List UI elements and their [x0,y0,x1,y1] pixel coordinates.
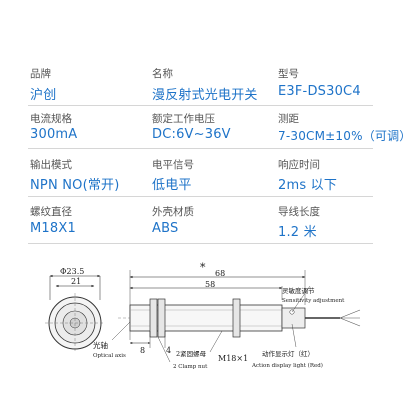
current-value: 300mA [30,127,78,142]
signal-label: 电平信号 [152,159,194,171]
front-view: Φ23.5 21 [45,267,105,353]
thread-label: 螺纹直径 [30,206,72,218]
output-value: NPN NO(常开) [30,178,120,193]
dim-8-label: 8 [140,346,145,355]
voltage-label: 额定工作电压 [152,113,215,125]
optical-axis-label-cn: 光轴 [93,340,108,350]
row-divider [28,148,373,149]
wire-label: 导线长度 [278,206,320,218]
output-label: 输出模式 [30,159,72,171]
voltage-value: DC:6V~36V [152,127,231,142]
name-value: 漫反射式光电开关 [152,88,258,103]
thread-label: M18×1 [218,354,248,363]
name-label: 名称 [152,68,173,80]
model-value: E3F-DS30C4 [278,84,361,99]
dim-4-label: 4 [166,346,171,355]
spec-table: 品牌 沪创 名称 漫反射式光电开关 型号 E3F-DS30C4 电流规格 300… [28,68,411,244]
dim-21-label: 21 [71,277,81,286]
model-label: 型号 [278,68,299,80]
brand-label: 品牌 [30,68,51,80]
star-mark: * [200,261,206,274]
dim-68-label: 68 [215,269,225,278]
clamp-nut-label-cn: 2紧固螺母 [176,349,207,358]
distance-label: 测距 [278,113,299,125]
side-view: * 68 58 8 [93,261,361,370]
clamp-nut-label-en: 2 Clamp nut [173,364,208,370]
dimension-drawing: Φ23.5 21 * 68 58 [0,261,400,400]
dim-phi-label: Φ23.5 [60,267,84,276]
sensor-drawing-svg: Φ23.5 21 * 68 58 [45,261,361,370]
sensitivity-label-cn: 灵敏度调节 [282,286,315,295]
optical-axis-label-en: Optical axis [93,353,126,359]
action-light-label-en: Action display light (Red) [251,362,323,369]
material-label: 外壳材质 [152,206,194,218]
action-light-label-cn: 动作显示灯（红） [262,349,314,358]
signal-value: 低电平 [152,178,192,193]
row-divider [28,196,373,197]
response-value: 2ms 以下 [278,178,338,193]
current-label: 电流规格 [30,113,72,125]
row-divider [28,243,373,244]
material-value: ABS [152,221,179,236]
brand-value: 沪创 [30,88,57,103]
row-divider [28,105,373,106]
sensitivity-label-en: Sensitivity adjustment [282,298,345,304]
dim-58-label: 58 [205,280,215,289]
thread-value: M18X1 [30,221,76,236]
response-label: 响应时间 [278,159,320,171]
distance-value: 7-30CM±10%（可调） [278,129,412,143]
wire-value: 1.2 米 [278,225,317,240]
